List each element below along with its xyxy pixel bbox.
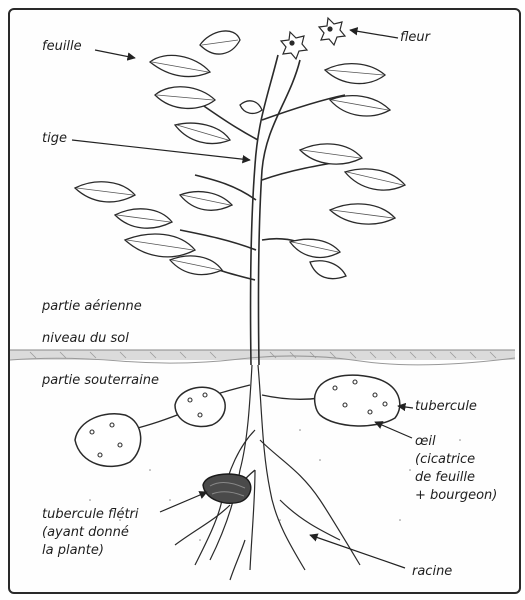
label-tubercule-fletri: tubercule flétri (ayant donné la plante) xyxy=(42,506,139,560)
label-racine: racine xyxy=(412,563,452,581)
arrow-racine xyxy=(310,535,405,568)
label-partie-aerienne: partie aérienne xyxy=(42,298,142,316)
withered-tuber xyxy=(203,474,251,503)
label-oeil: œil (cicatrice de feuille + bourgeon) xyxy=(415,433,497,505)
label-niveau-du-sol: niveau du sol xyxy=(42,330,129,348)
leaves xyxy=(75,31,405,279)
label-partie-souterraine: partie souterraine xyxy=(42,372,159,390)
arrow-oeil xyxy=(375,422,412,438)
flowers xyxy=(281,18,345,59)
label-tige: tige xyxy=(42,130,67,148)
soil-line xyxy=(10,350,515,365)
arrow-tige xyxy=(72,140,250,160)
arrow-tubercule-fletri xyxy=(160,492,207,512)
label-fleur: fleur xyxy=(400,29,430,47)
label-feuille: feuille xyxy=(42,38,82,56)
label-tubercule: tubercule xyxy=(415,398,477,416)
arrow-fleur xyxy=(350,30,398,38)
arrow-feuille xyxy=(95,50,135,58)
